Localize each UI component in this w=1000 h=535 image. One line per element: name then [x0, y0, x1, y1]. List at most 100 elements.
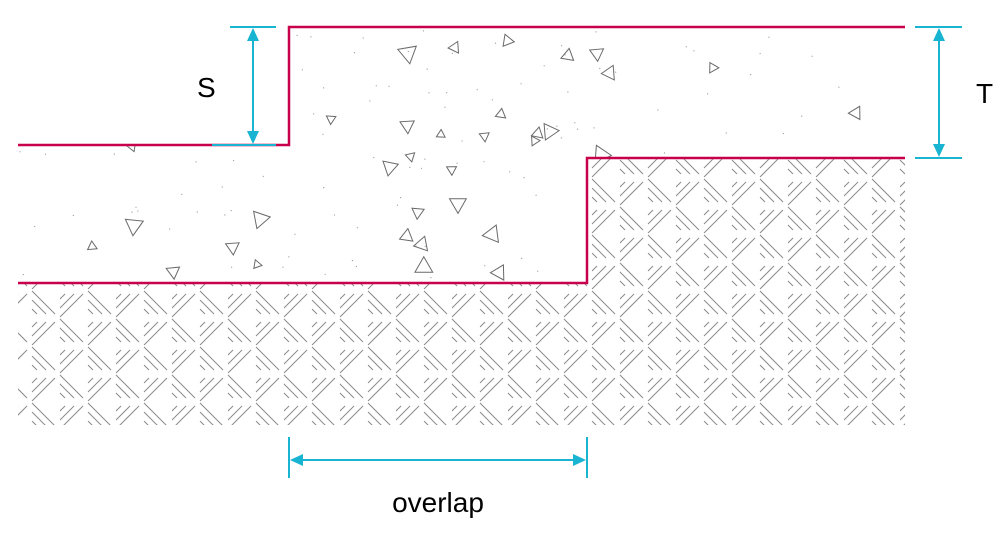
aggregate-stone [559, 47, 575, 62]
hatch-stroke [647, 178, 672, 203]
hatch-stroke [843, 215, 859, 231]
hatch-stroke [787, 349, 803, 365]
hatch-stroke [4, 281, 9, 286]
hatch-stroke [703, 158, 728, 178]
hatch-stroke [171, 349, 178, 356]
hatch-stroke [871, 420, 878, 425]
hatch-stroke [339, 336, 346, 343]
hatch-stroke [675, 237, 700, 262]
aggregate-speck [96, 64, 98, 66]
aggregate-speck [313, 113, 315, 115]
hatch-stroke [871, 308, 878, 315]
hatch-stroke [843, 293, 868, 318]
aggregate-speck [801, 115, 803, 117]
hatch-stroke [871, 158, 887, 169]
aggregate-speck [577, 128, 579, 130]
hatch-stroke [18, 159, 19, 175]
hatch-stroke [451, 293, 467, 309]
hatch-stroke [871, 364, 878, 371]
hatch-stroke [647, 346, 672, 371]
hatch-stroke [871, 411, 887, 425]
hatch-stroke [507, 383, 523, 399]
hatch-stroke [675, 181, 691, 197]
hatch-stroke [143, 355, 159, 371]
hatch-stroke [871, 265, 896, 290]
hatch-stroke [759, 308, 766, 315]
hatch-stroke [675, 318, 700, 343]
hatch-stroke [31, 299, 47, 315]
hatch-stroke [591, 234, 616, 259]
aggregate-speck [369, 100, 371, 102]
hatch-stroke [143, 377, 168, 402]
hatch-stroke [703, 209, 728, 234]
hatch-stroke [675, 280, 682, 287]
hatch-stroke [479, 321, 486, 328]
hatch-stroke [591, 364, 598, 371]
hatch-stroke [255, 377, 262, 384]
aggregate-speck [593, 127, 595, 129]
hatch-stroke [815, 308, 822, 315]
hatch-stroke [759, 252, 766, 259]
hatch-stroke [563, 349, 579, 365]
hatch-stroke [591, 209, 607, 225]
aggregate-speck [750, 74, 752, 76]
hatch-stroke [311, 377, 318, 384]
aggregate-stone [412, 235, 429, 252]
hatch-stroke [563, 327, 579, 343]
s-label: S [197, 72, 216, 103]
hatch-stroke [899, 374, 905, 399]
hatch-stroke [619, 215, 635, 231]
hatch-stroke [591, 377, 616, 402]
hatch-stroke [899, 159, 905, 175]
hatch-stroke [507, 349, 523, 365]
hatch-stroke [787, 405, 812, 425]
hatch-stroke [507, 293, 532, 318]
hatch-stroke [731, 349, 738, 356]
aggregate-speck [137, 210, 139, 212]
hatch-stroke [647, 158, 663, 169]
aggregate-stone [396, 45, 418, 65]
hatch-stroke [479, 346, 504, 371]
hatch-stroke [703, 377, 719, 393]
hatch-stroke [731, 181, 756, 206]
aggregate-speck [430, 277, 432, 279]
hatch-stroke [451, 327, 467, 343]
hatch-stroke [619, 405, 644, 425]
hatch-stroke [647, 420, 654, 425]
hatch-stroke [367, 364, 374, 371]
hatch-stroke [199, 321, 224, 346]
hatch-stroke [367, 377, 383, 393]
aggregate-speck [420, 167, 423, 169]
hatch-stroke [759, 209, 784, 234]
hatch-stroke [339, 327, 355, 343]
hatch-stroke [451, 374, 476, 399]
hatch-stroke [283, 318, 308, 343]
hatch-stroke [675, 405, 682, 412]
hatch-stroke [843, 392, 850, 399]
hatch-stroke [843, 237, 868, 262]
hatch-stroke [227, 349, 234, 356]
hatch-stroke [731, 405, 747, 421]
hatch-stroke [423, 411, 439, 425]
aggregate-speck [181, 193, 183, 195]
hatch-stroke [171, 349, 196, 374]
hatch-stroke [59, 349, 75, 365]
aggregate-speck [355, 265, 357, 268]
hatch-stroke [871, 265, 878, 272]
hatch-stroke [367, 377, 374, 384]
hatch-stroke [4, 225, 9, 230]
t-dimension [915, 26, 962, 159]
hatch-stroke [311, 420, 318, 425]
aggregate-speck [375, 85, 377, 87]
hatch-stroke [227, 405, 252, 425]
hatch-stroke [619, 271, 635, 287]
hatch-stroke [143, 299, 159, 315]
hatch-stroke [87, 321, 103, 337]
hatch-stroke [395, 383, 411, 399]
hatch-stroke [675, 159, 691, 175]
hatch-stroke [367, 346, 392, 371]
hatch-stroke [647, 265, 672, 290]
aggregate-speck [444, 106, 446, 108]
hatch-stroke [115, 392, 122, 399]
hatch-stroke [199, 402, 224, 425]
